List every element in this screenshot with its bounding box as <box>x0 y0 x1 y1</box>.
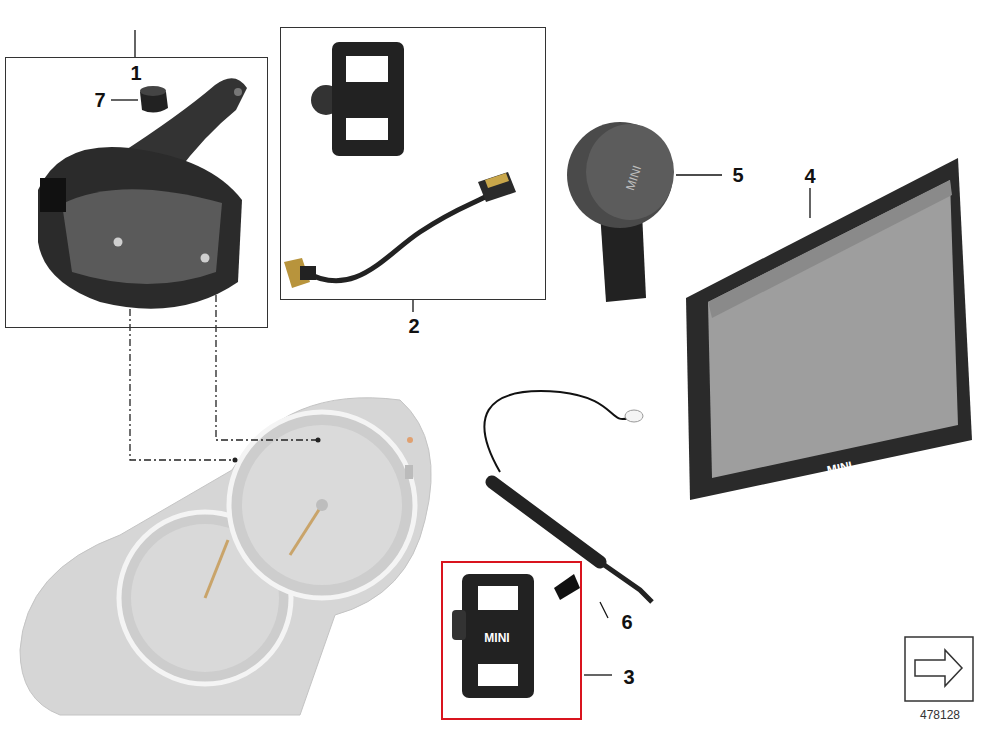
brand-text: MINI <box>624 164 643 192</box>
brand-text: MINI <box>484 632 509 644</box>
callout-number: 6 <box>621 612 632 632</box>
bracket-cable <box>284 42 516 288</box>
callout-number: 3 <box>623 667 634 687</box>
phone-holder <box>567 122 674 302</box>
group-box: 2 <box>280 27 546 300</box>
callout-number: 5 <box>732 165 743 185</box>
callout-number: 7 <box>94 90 105 110</box>
instrument-cluster <box>20 398 431 715</box>
callout-number: 1 <box>130 63 141 83</box>
callout-number: 4 <box>804 166 815 186</box>
catalog-number: 478128 <box>920 709 960 721</box>
callout-number: 2 <box>408 316 419 336</box>
charging-cable <box>484 391 652 602</box>
highlight-box: 3 <box>441 561 582 720</box>
catalog-symbol <box>905 637 973 701</box>
mount-cradle <box>38 78 247 308</box>
navigation-screen <box>686 158 972 500</box>
clip-part <box>452 574 534 698</box>
cap-part <box>140 86 168 113</box>
brand-text: MINI <box>826 459 853 476</box>
group-box: 1 <box>5 57 268 328</box>
